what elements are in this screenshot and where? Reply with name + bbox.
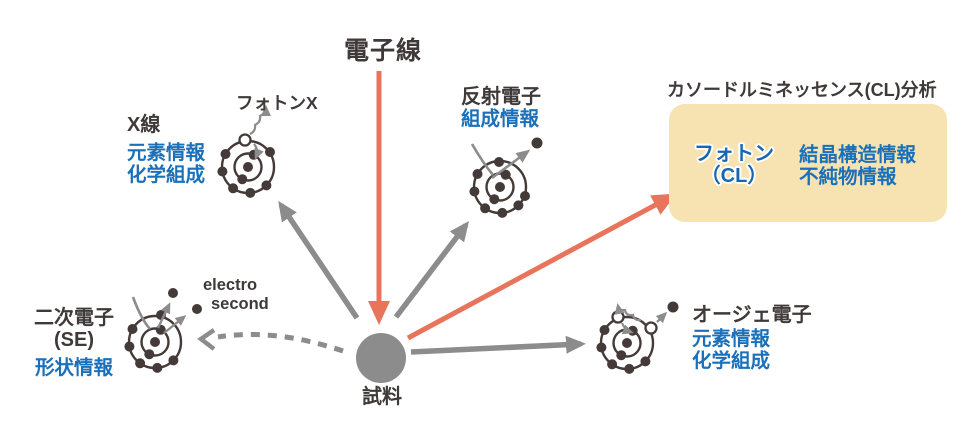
auger-energy-wavy-arrow [614, 303, 642, 322]
auger-electron-dot [667, 301, 679, 313]
secondary-title: 二次電子 [34, 307, 114, 329]
auger-info-line1: 元素情報 [692, 328, 771, 350]
secondary-atom-icon [123, 288, 202, 375]
secondary-electron-arrow-2 [163, 315, 187, 334]
auger-emission-arrow [410, 335, 586, 355]
incoming-electron-path [131, 296, 151, 330]
secondary-electron-dot-1 [168, 288, 178, 298]
auger-title: オージェ電子 [692, 304, 812, 326]
electron-drop-arrow [620, 322, 634, 335]
cl-info-line2: 不純物情報 [799, 165, 897, 188]
incoming-electron-path [470, 143, 494, 176]
secondary-en-label: electro second [203, 276, 269, 314]
secondary-emission-dashed-arrow [217, 332, 344, 354]
electron-drop-arrow [253, 143, 264, 160]
xray-info-line2: 化学組成 [127, 163, 206, 186]
secondary-en-line2: second [211, 295, 269, 313]
electron-beam-label: 電子線 [343, 37, 422, 65]
secondary-electron-dot-2 [192, 304, 202, 314]
backscattered-electron-dot [531, 137, 543, 149]
auger-info-line2: 化学組成 [692, 349, 771, 372]
cl-photon-arrow [406, 193, 677, 341]
secondary-abbr: (SE) [54, 329, 94, 351]
backscattered-emission-arrow [393, 221, 470, 319]
backscattered-title: 反射電子 [461, 86, 541, 108]
xray-info: 元素情報 化学組成 [127, 142, 206, 186]
cl-info-line1: 結晶構造情報 [799, 144, 917, 166]
secondary-en-line1: electro [203, 276, 258, 294]
cl-photon-line1: フォトン [694, 143, 774, 165]
secondary-arrowhead-chevron [197, 328, 216, 351]
secondary-block: 二次電子 (SE) 形状情報 [26, 307, 122, 380]
photon-x-label: フォトンX [236, 93, 318, 113]
secondary-electron-arrow-1 [156, 302, 171, 329]
sample-circle [356, 333, 406, 383]
auger-info: 元素情報 化学組成 [692, 328, 771, 372]
auger-atom-icon [595, 301, 679, 376]
sample-label: 試料 [362, 386, 402, 408]
secondary-info: 形状情報 [34, 357, 113, 379]
cl-info: 結晶構造情報 不純物情報 [799, 144, 917, 188]
xray-atom-icon [216, 105, 276, 200]
xray-title: X線 [127, 114, 161, 136]
backscattered-atom-icon [468, 137, 543, 220]
xray-photon-wavy-arrow [249, 105, 271, 135]
auger-electron-arrow [655, 311, 668, 324]
cl-photon-label: フォトン （CL） [688, 143, 780, 187]
backscattered-electron-arrow [491, 149, 531, 180]
xray-info-line1: 元素情報 [127, 142, 206, 164]
cl-info-box [669, 104, 947, 222]
cl-photon-line2: （CL） [700, 165, 768, 187]
backscattered-info: 組成情報 [461, 108, 540, 130]
xray-emission-arrow [278, 200, 360, 320]
cl-analysis-title: カソードルミネッセンス(CL)分析 [667, 80, 937, 100]
